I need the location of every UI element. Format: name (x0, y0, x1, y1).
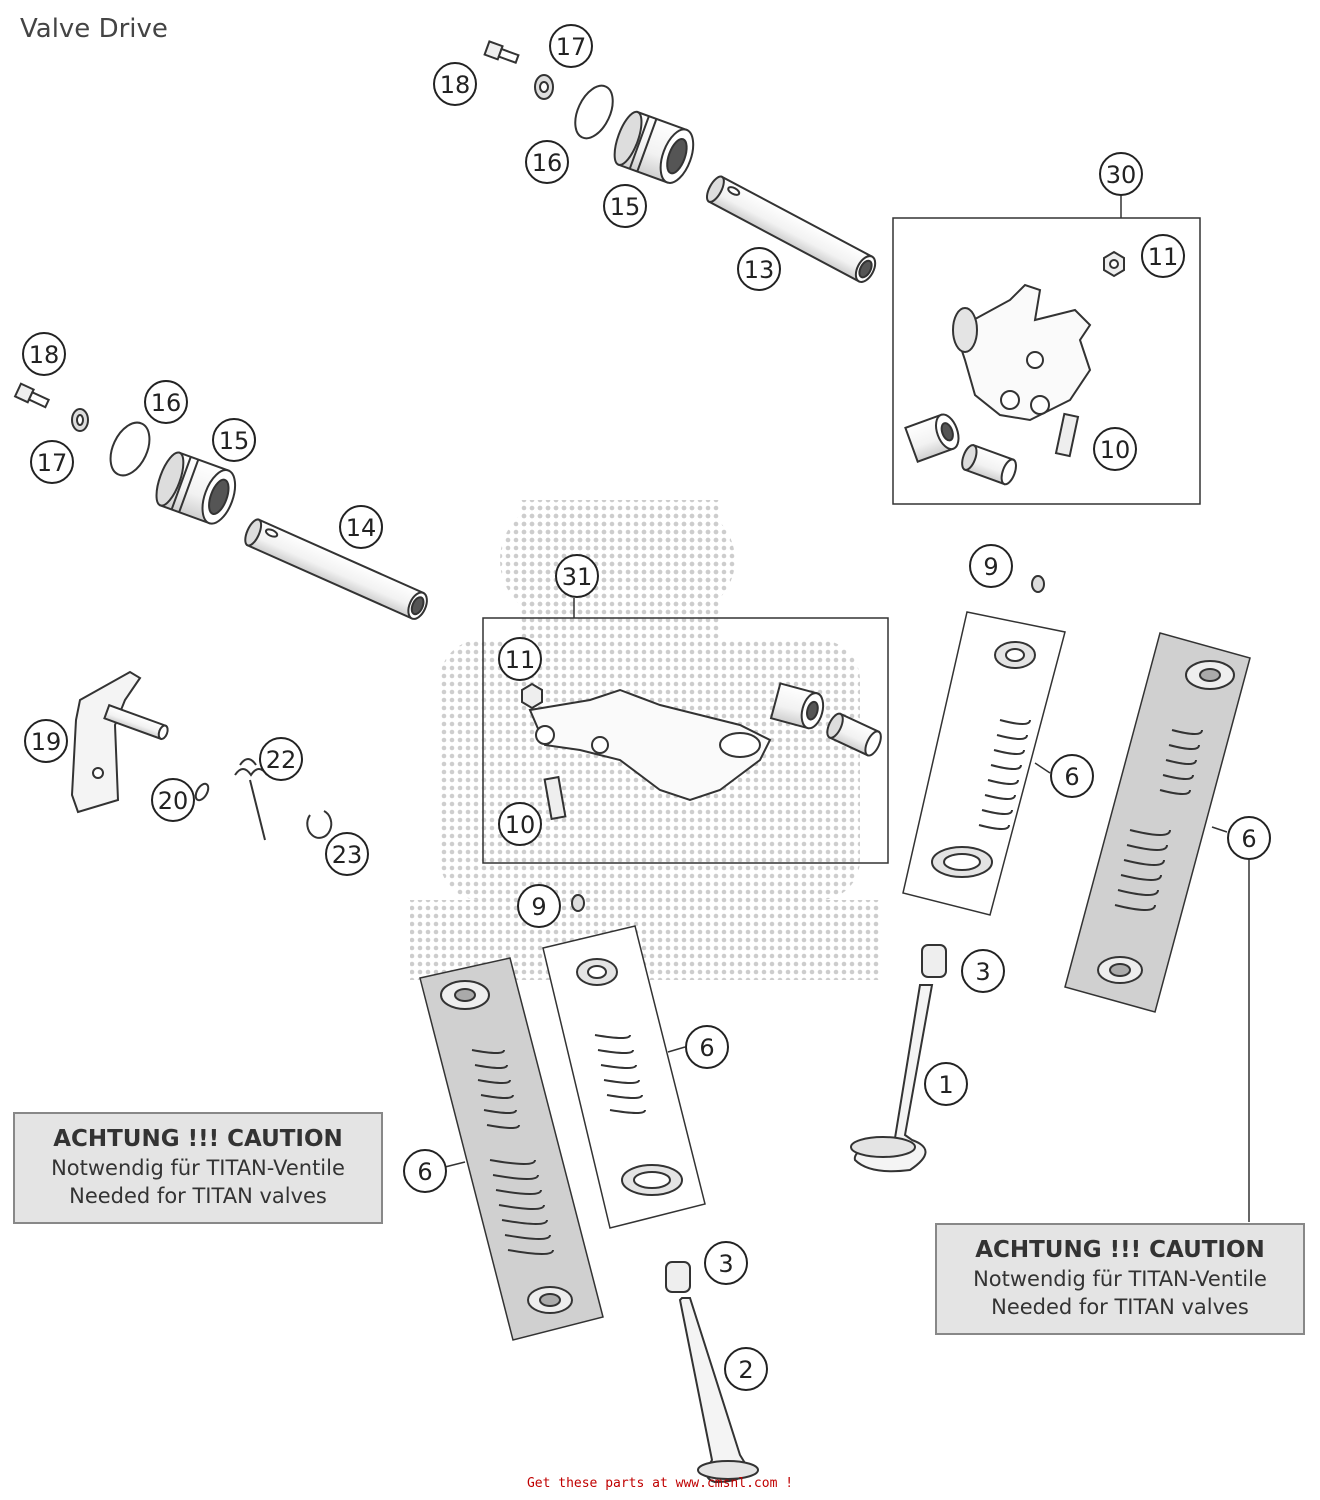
callout-20: 20 (151, 778, 195, 822)
callout-6-lower-center: 6 (685, 1025, 729, 1069)
callout-15-left: 15 (212, 418, 256, 462)
callout-19: 19 (24, 719, 68, 763)
callout-13: 13 (737, 247, 781, 291)
callout-23: 23 (325, 832, 369, 876)
callout-3-upper: 3 (961, 949, 1005, 993)
svg-text:9: 9 (983, 553, 998, 581)
callout-30: 30 (1099, 152, 1143, 196)
callout-6-right: 6 (1227, 816, 1271, 860)
svg-text:18: 18 (29, 341, 60, 369)
svg-text:9: 9 (531, 893, 546, 921)
callout-18-left: 18 (22, 332, 66, 376)
svg-text:15: 15 (219, 427, 250, 455)
svg-text:14: 14 (346, 514, 377, 542)
svg-text:10: 10 (1100, 436, 1131, 464)
svg-text:15: 15 (610, 193, 641, 221)
callout-2: 2 (724, 1347, 768, 1391)
svg-text:20: 20 (158, 787, 189, 815)
svg-text:13: 13 (744, 256, 775, 284)
svg-text:10: 10 (505, 811, 536, 839)
svg-text:11: 11 (1148, 243, 1179, 271)
footer-link[interactable]: Get these parts at www.cmsnl.com ! (526, 1476, 794, 1491)
svg-text:11: 11 (505, 646, 536, 674)
callout-17-left: 17 (30, 440, 74, 484)
callout-18-top: 18 (433, 62, 477, 106)
caution-note-left: ACHTUNG !!! CAUTION Notwendig für TITAN-… (13, 1112, 383, 1224)
caution-german-text: Notwendig für TITAN-Ventile (973, 1267, 1267, 1291)
callout-6-center: 6 (1050, 754, 1094, 798)
callout-31: 31 (555, 554, 599, 598)
svg-text:22: 22 (266, 746, 297, 774)
svg-text:3: 3 (975, 958, 990, 986)
svg-text:16: 16 (151, 389, 182, 417)
page-title: Valve Drive (20, 14, 168, 44)
rocker-arm-box-30 (892, 195, 1201, 505)
callout-10-box30: 10 (1093, 427, 1137, 471)
callout-10-box31: 10 (498, 802, 542, 846)
svg-text:31: 31 (562, 563, 593, 591)
callout-6-lower-left: 6 (403, 1149, 447, 1193)
callout-1: 1 (924, 1062, 968, 1106)
svg-text:3: 3 (718, 1250, 733, 1278)
rocker-shaft-lower (13, 382, 428, 620)
valve-spring-kit-strips (419, 611, 1251, 1341)
svg-text:6: 6 (1241, 825, 1256, 853)
svg-text:16: 16 (532, 149, 563, 177)
svg-text:17: 17 (37, 449, 68, 477)
caution-english-text: Needed for TITAN valves (69, 1184, 327, 1208)
decompressor-parts (70, 670, 333, 841)
svg-text:2: 2 (738, 1356, 753, 1384)
callout-17-top: 17 (549, 24, 593, 68)
caution-heading: ACHTUNG !!! CAUTION (53, 1126, 343, 1152)
svg-text:30: 30 (1106, 161, 1137, 189)
svg-text:6: 6 (1064, 763, 1079, 791)
callout-16-left: 16 (144, 380, 188, 424)
svg-text:23: 23 (332, 841, 363, 869)
svg-text:17: 17 (556, 33, 587, 61)
caution-note-right: ACHTUNG !!! CAUTION Notwendig für TITAN-… (935, 1223, 1305, 1335)
callout-11-box31: 11 (498, 637, 542, 681)
rocker-arm-box-31 (482, 598, 889, 864)
caution-heading: ACHTUNG !!! CAUTION (975, 1237, 1265, 1263)
callout-3-lower: 3 (704, 1241, 748, 1285)
rocker-shaft-upper (483, 40, 877, 283)
callout-16-top: 16 (525, 140, 569, 184)
callout-22: 22 (259, 737, 303, 781)
callout-14: 14 (339, 505, 383, 549)
leader-lines (444, 762, 1250, 1222)
svg-text:1: 1 (938, 1071, 953, 1099)
svg-text:6: 6 (417, 1158, 432, 1186)
callout-9-upper: 9 (969, 544, 1013, 588)
callout-11-box30: 11 (1141, 234, 1185, 278)
caution-german-text: Notwendig für TITAN-Ventile (51, 1156, 345, 1180)
callout-15-top: 15 (603, 184, 647, 228)
caution-english-text: Needed for TITAN valves (991, 1295, 1249, 1319)
svg-text:18: 18 (440, 71, 471, 99)
svg-text:6: 6 (699, 1034, 714, 1062)
valves-and-seals (571, 575, 1045, 1484)
svg-text:19: 19 (31, 728, 62, 756)
callout-9-lower: 9 (517, 884, 561, 928)
